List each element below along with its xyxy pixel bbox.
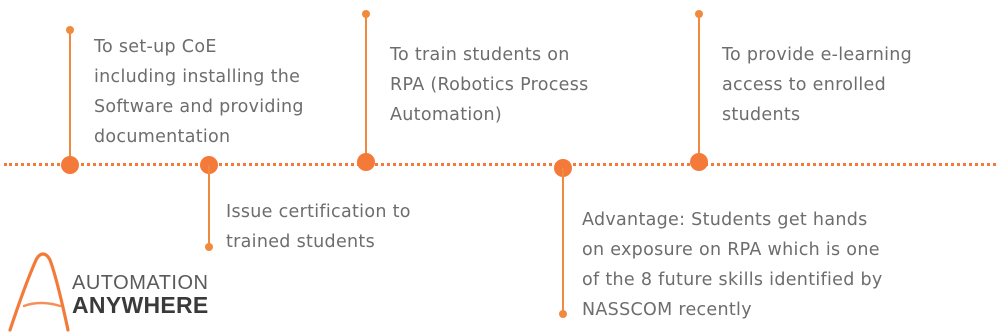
automation-anywhere-logo-icon <box>8 252 70 332</box>
logo-text-anywhere: ANYWHERE <box>72 292 209 318</box>
milestone-1-top-dot <box>66 26 74 34</box>
logo-text-automation: AUTOMATION <box>72 272 209 294</box>
milestone-4-text: Advantage: Students get hands on exposur… <box>582 210 883 320</box>
milestone-3-stem <box>365 14 367 164</box>
milestone-1-stem <box>69 30 71 164</box>
timeline-dotted-line <box>4 163 996 166</box>
milestone-3-top-dot <box>362 10 370 18</box>
milestone-5-stem <box>698 14 700 164</box>
milestone-4-bottom-dot <box>559 310 567 318</box>
milestone-4-stem <box>562 168 564 313</box>
milestone-5-text: To provide e-learning access to enrolled… <box>722 45 913 125</box>
milestone-2-text: Issue certification to trained students <box>226 202 411 252</box>
milestone-3-text: To train students on RPA (Robotics Proce… <box>390 45 589 125</box>
milestone-5-top-dot <box>695 10 703 18</box>
milestone-1-marker <box>61 156 79 174</box>
milestone-1-text: To set-up CoE including installing the S… <box>94 37 304 147</box>
milestone-2-bottom-dot <box>205 243 213 251</box>
milestone-2-stem <box>208 165 210 245</box>
milestone-3-marker <box>357 153 375 171</box>
milestone-5-marker <box>690 153 708 171</box>
